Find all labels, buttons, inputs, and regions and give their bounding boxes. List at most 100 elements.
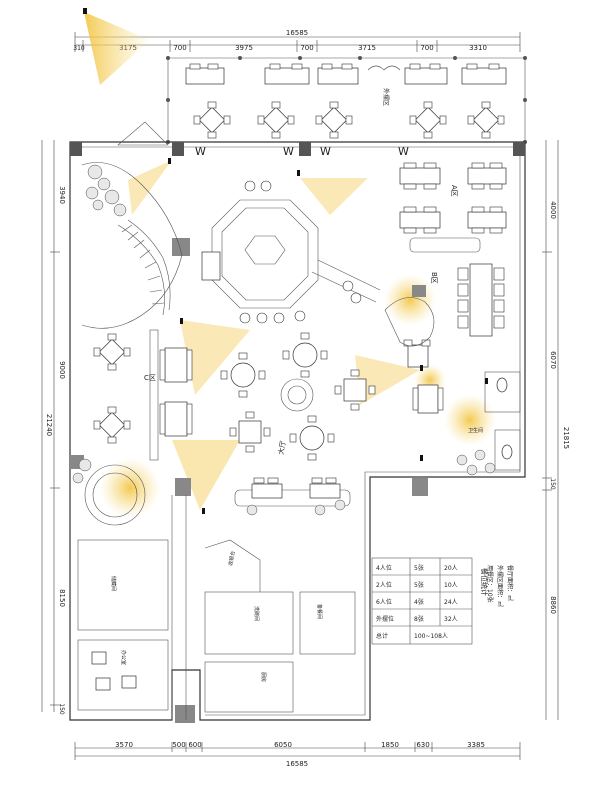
left-dim-3: 21240 [45,414,53,436]
bottom-dim-7: 3385 [467,741,485,749]
central-dining: 大厅 [220,332,376,461]
booth-table [309,477,341,499]
booth-table [251,477,283,499]
square-table [229,411,271,453]
stats-row-2-count: 5张 [414,581,424,589]
round-table [282,332,328,378]
light-spot [444,394,496,446]
left-dim-2: 9000 [58,361,66,379]
zone-b-label: B区 [430,272,438,284]
light-cone [172,440,240,510]
entrance-planters [234,477,351,516]
top-dim-8: 3310 [469,44,487,52]
stats-row-3-people: 24人 [444,599,458,606]
right-dim-1: 4000 [549,201,557,219]
stats-row-1-people: 20人 [444,565,458,572]
top-dim-7: 700 [420,44,433,52]
right-dim-4: 150 [549,478,556,490]
zone-c: C区 [93,329,193,461]
right-dim-2: 6070 [549,351,557,369]
facade-window-mark: W [320,145,331,158]
bottom-dim-4: 6050 [274,741,292,749]
light-cone [128,160,172,215]
zone-b: B区 [384,263,505,414]
bottom-dim-5: 1850 [381,741,399,749]
stats-row-1-count: 5张 [414,564,424,572]
four-seat-table [93,406,131,444]
round-booth [72,458,146,526]
stats-row-2-people: 10人 [444,582,458,589]
office-label: 办公室 [120,650,127,665]
stats-row-4-count: 8张 [414,615,424,623]
bottom-dim-2: 500 [172,741,185,749]
top-dim-4: 3975 [235,44,253,52]
four-seat-table [257,101,295,139]
kitchen-label: 厨房 [260,672,267,682]
hall-label: 大厅 [276,440,287,455]
bottom-dim-6: 630 [416,741,429,749]
left-dimension: 3940 9000 21240 8150 150 [41,140,66,715]
central-bar [201,180,381,324]
terrace-table [185,63,225,85]
prep-label: 备餐间 [316,604,323,619]
top-dim-3: 700 [173,44,186,52]
bottom-total-dim: 16585 [286,760,308,768]
stats-total-value: 100~108人 [414,633,448,640]
bottom-dim-1: 3570 [115,741,133,749]
stats-row-1-type: 4人位 [376,564,392,572]
note-line-3: 用餐区：10张 [486,565,494,603]
stats-title: 餐位统计 [480,568,489,596]
stats-row-3-type: 6人位 [376,598,392,606]
notes: 餐厅面积：㎡ 外摆区面积：㎡ 用餐区：10张 [486,565,514,607]
storage-label: 储藏间 [110,576,117,591]
light-cone [300,178,368,215]
stats-row-4-people: 32人 [444,616,458,623]
note-line-2: 外摆区面积：㎡ [496,565,504,607]
washing-label: 洗碗间 [253,606,260,621]
note-line-1: 餐厅面积：㎡ [506,565,514,601]
four-seat-table [193,101,231,139]
right-dim-5: 8860 [549,596,557,614]
light-cone [180,320,250,395]
round-table [220,352,266,398]
four-seat-table [467,101,505,139]
stats-total-label: 总计 [376,632,388,640]
booth-table [403,339,431,368]
booth-table [467,162,507,190]
round-table [289,415,335,461]
service-right: 卫生间 [456,371,521,476]
booth-table [467,206,507,234]
stair-steps [121,224,165,305]
light-cone [84,12,150,85]
seat-stats-table: 餐位统计 4人位 5张 20人 2人位 5张 10人 6人位 4张 24人 外摆… [371,557,489,645]
booth-table [399,162,441,190]
four-seat-table [93,333,131,371]
feature-circle [280,378,314,412]
booth-table [159,347,193,383]
terrace-table [404,63,448,85]
top-dim-1: 310 [73,45,85,52]
cashier-label: 收银台 [227,550,237,566]
light-spot [384,274,436,326]
bar-stools [239,180,362,324]
bottom-dim-3: 600 [188,741,201,749]
terrace-table [461,63,507,85]
stats-row-3-count: 4张 [414,598,424,606]
building-walls: W W W W [69,121,526,723]
booth-table [412,384,444,414]
zone-c-label: C区 [144,374,156,382]
square-table [334,369,376,411]
left-dim-4: 8150 [58,589,66,607]
top-dim-6: 3715 [358,44,376,52]
four-seat-table [315,101,353,139]
left-garden [72,162,183,526]
top-dim-5: 700 [300,44,313,52]
zone-a-label: A区 [450,185,458,197]
terrace-table [264,63,310,85]
plant-cluster [456,449,496,476]
booth-table [159,401,193,437]
stats-row-2-type: 2人位 [376,581,392,589]
facade-window-mark: W [283,145,294,158]
booth-table [399,206,441,234]
